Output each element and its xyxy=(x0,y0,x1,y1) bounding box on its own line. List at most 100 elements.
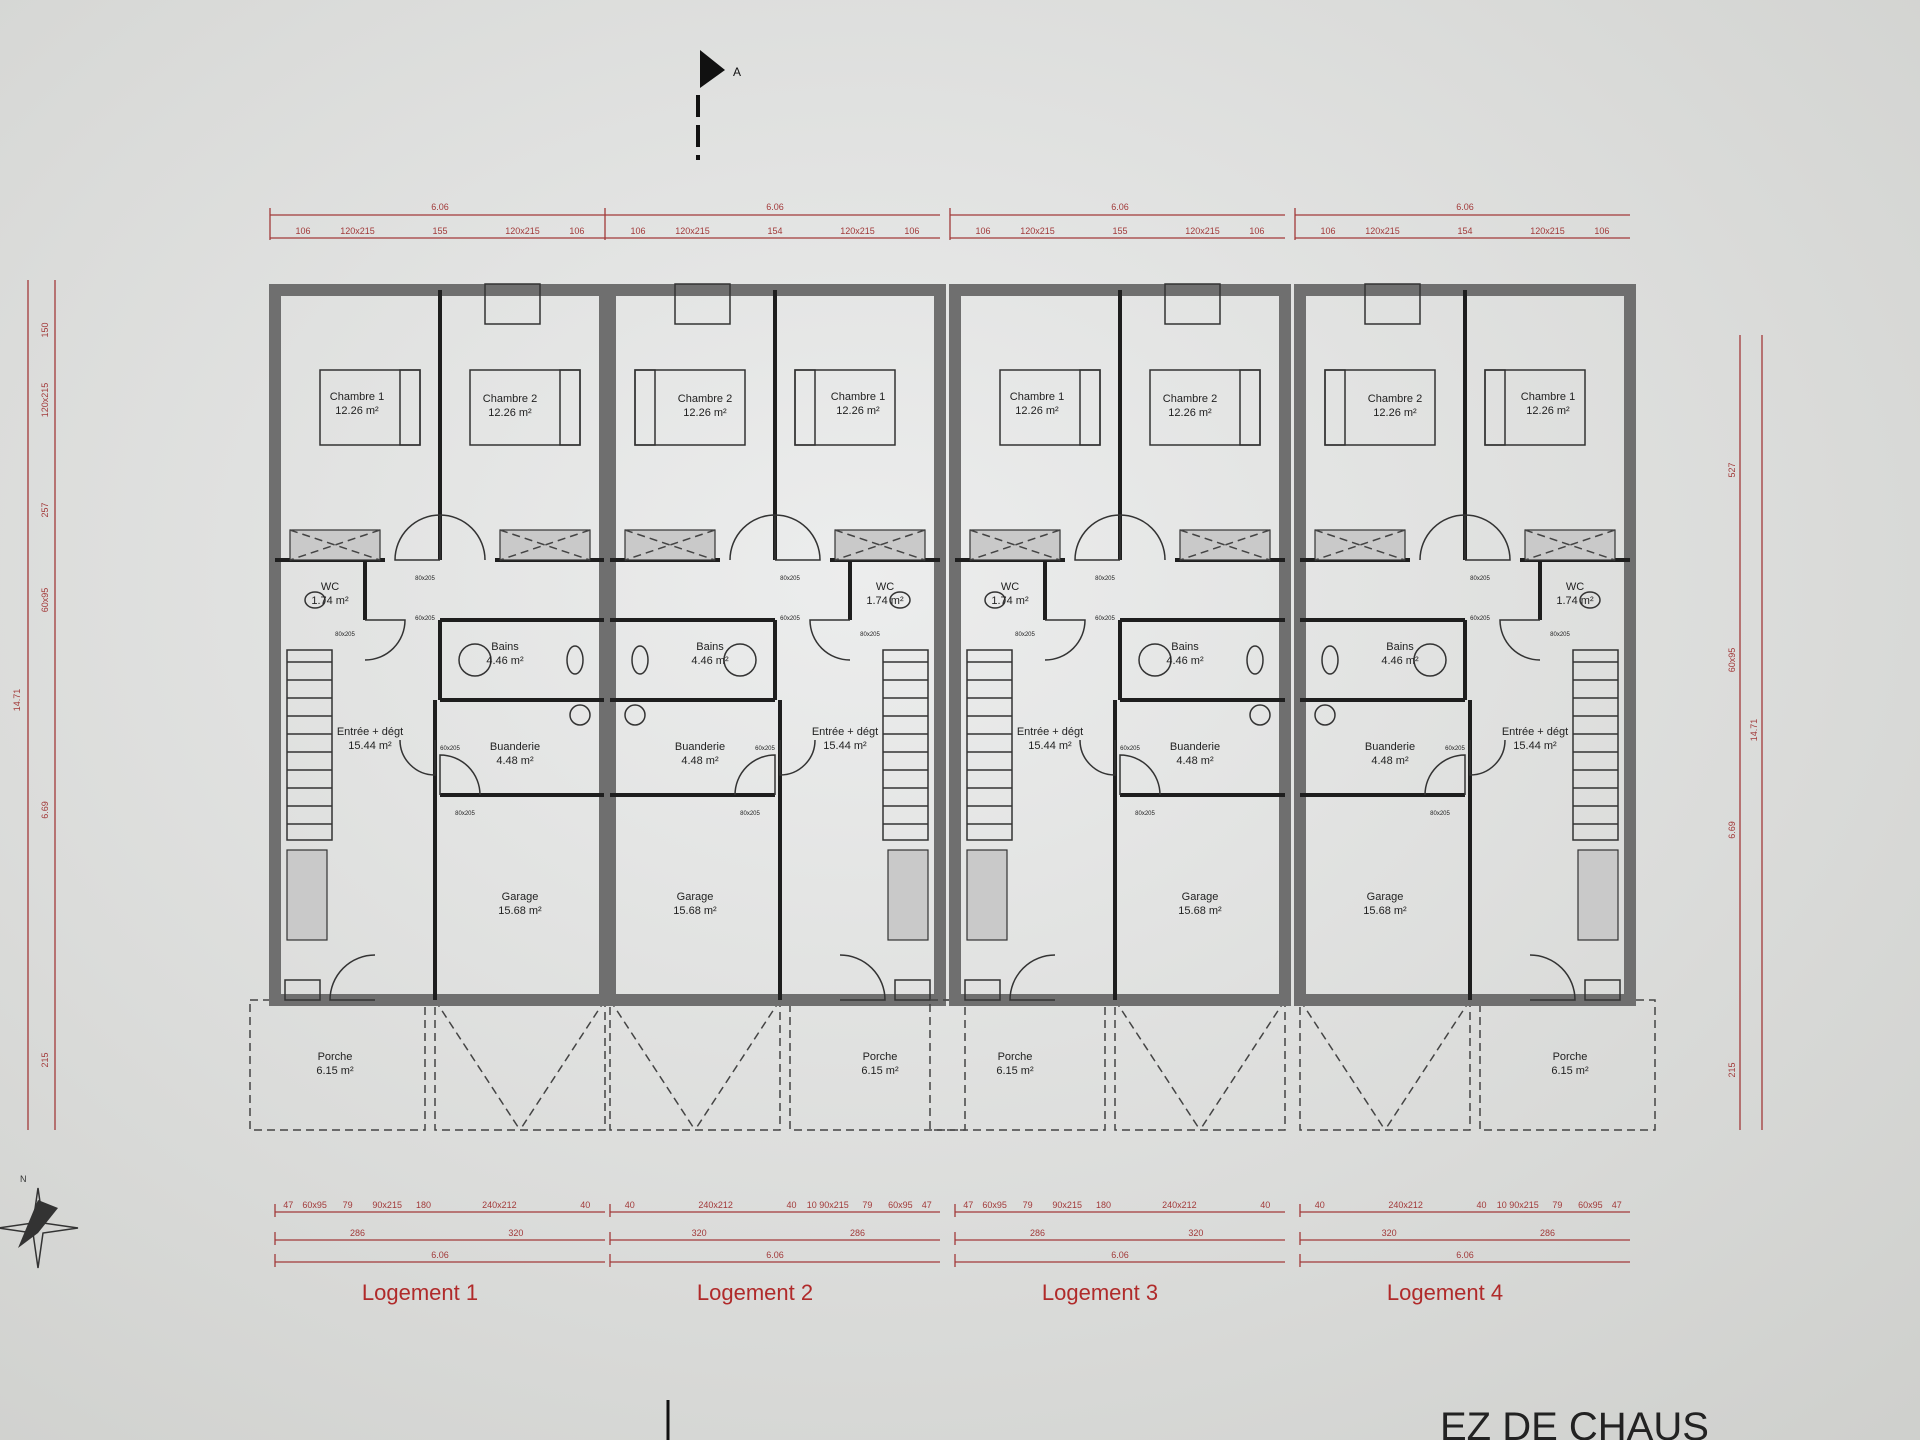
dim-top-chain: 106 xyxy=(976,226,991,236)
nightstand xyxy=(1079,369,1101,446)
room-label-garage: Garage xyxy=(502,891,539,903)
dim-bottom-chain: 40 xyxy=(786,1200,796,1210)
dim-left-chain-label: 120x215 xyxy=(40,383,50,418)
room-label-chambre_left: Chambre 1 xyxy=(1521,391,1575,403)
dim-left-chain-label: 215 xyxy=(40,1052,50,1067)
room-area-porche: 6.15 m² xyxy=(861,1065,899,1077)
dim-bottom-chain: 47 xyxy=(283,1200,293,1210)
closet-x xyxy=(624,529,716,561)
storage-closet xyxy=(286,849,328,941)
dim-top-chain: 120x215 xyxy=(1020,226,1055,236)
dim-top-total: 6.06 xyxy=(431,202,449,212)
room-label-garage: Garage xyxy=(1367,891,1404,903)
dim-bottom-total: 6.06 xyxy=(1456,1250,1474,1260)
closet-x xyxy=(1314,529,1406,561)
dim-bottom-chain: 47 xyxy=(1612,1200,1622,1210)
dim-bottom-chain: 240x212 xyxy=(482,1200,517,1210)
french-window xyxy=(674,283,731,325)
door-size-tag: 80x205 xyxy=(740,811,760,817)
dim-top-total: 6.06 xyxy=(1456,202,1474,212)
dim-bottom-sub: 320 xyxy=(508,1228,523,1238)
closet-x xyxy=(289,529,381,561)
plan-title: EZ DE CHAUS xyxy=(1440,1405,1709,1440)
dim-top-chain: 106 xyxy=(1249,226,1264,236)
room-label-wc: WC xyxy=(1566,581,1584,593)
dim-top-chain: 120x215 xyxy=(1530,226,1565,236)
room-label-buanderie: Buanderie xyxy=(1365,741,1415,753)
room-label-bains: Bains xyxy=(696,641,724,653)
dim-right-chain-label: 60x95 xyxy=(1727,648,1737,673)
unit-title: Logement 2 xyxy=(697,1280,813,1305)
room-label-entree: Entrée + dégt xyxy=(1502,726,1568,738)
closet-x xyxy=(289,529,381,561)
nightstand xyxy=(1484,369,1506,446)
room-label-chambre_left: Chambre 1 xyxy=(831,391,885,403)
vent xyxy=(894,979,931,1001)
room-area-wc: 1.74 m² xyxy=(991,595,1029,607)
entry-door-swing xyxy=(329,954,376,1001)
vent xyxy=(284,979,321,1001)
room-label-buanderie: Buanderie xyxy=(1170,741,1220,753)
door-swing xyxy=(774,514,821,561)
room-label-buanderie: Buanderie xyxy=(490,741,540,753)
door-swing xyxy=(1119,514,1166,561)
dim-top-chain: 106 xyxy=(904,226,919,236)
closet-x xyxy=(499,529,591,561)
room-area-chambre_right: 12.26 m² xyxy=(1373,407,1417,419)
door-swing xyxy=(1419,514,1466,561)
dim-bottom-total: 6.06 xyxy=(1111,1250,1129,1260)
door-swing xyxy=(394,514,441,561)
toilet-icon xyxy=(984,591,1006,609)
door-swing xyxy=(729,514,776,561)
dim-bottom-total: 6.06 xyxy=(431,1250,449,1260)
door-size-tag: 80x205 xyxy=(860,632,880,638)
storage-closet xyxy=(1577,849,1619,941)
wc-door-swing xyxy=(1499,619,1541,661)
room-label-bains: Bains xyxy=(1171,641,1199,653)
room-label-chambre_right: Chambre 2 xyxy=(1163,393,1217,405)
dim-top-total: 6.06 xyxy=(1111,202,1129,212)
garage-door-swing xyxy=(1424,754,1466,796)
svg-text:N: N xyxy=(20,1174,27,1184)
buanderie-door-swing xyxy=(399,739,436,776)
door-size-tag: 60x205 xyxy=(755,746,775,752)
dim-left-total: 14.71 xyxy=(12,689,22,712)
section-marker-a: A xyxy=(696,50,741,160)
dim-right-total: 14.71 xyxy=(1749,719,1759,742)
room-area-bains: 4.46 m² xyxy=(1381,655,1419,667)
dim-bottom-chain: 90x215 xyxy=(372,1200,402,1210)
dim-top-total: 6.06 xyxy=(766,202,784,212)
dim-bottom-chain: 79 xyxy=(862,1200,872,1210)
closet-x xyxy=(1179,529,1271,561)
dim-bottom-sub: 286 xyxy=(1030,1228,1045,1238)
door-swing xyxy=(1464,514,1511,561)
room-label-porche: Porche xyxy=(1553,1051,1588,1063)
dim-bottom-chain: 47 xyxy=(922,1200,932,1210)
dim-bottom-sub: 286 xyxy=(350,1228,365,1238)
dim-bottom-chain: 60x95 xyxy=(888,1200,913,1210)
door-size-tag: 80x205 xyxy=(1430,811,1450,817)
garage-door-swing xyxy=(439,754,481,796)
room-area-buanderie: 4.48 m² xyxy=(1176,755,1214,767)
staircase xyxy=(882,649,929,841)
unit-title: Logement 4 xyxy=(1387,1280,1503,1305)
closet-x xyxy=(1179,529,1271,561)
room-label-porche: Porche xyxy=(318,1051,353,1063)
garage-door-swing xyxy=(1119,754,1161,796)
dim-bottom-chain: 79 xyxy=(1023,1200,1033,1210)
room-area-wc: 1.74 m² xyxy=(1556,595,1594,607)
room-label-garage: Garage xyxy=(1182,891,1219,903)
dim-top-chain: 120x215 xyxy=(1185,226,1220,236)
dim-bottom-chain: 10 90x215 xyxy=(1497,1200,1539,1210)
wc-door-swing xyxy=(364,619,406,661)
dim-top-chain: 106 xyxy=(296,226,311,236)
porch-outline xyxy=(1479,999,1656,1131)
entry-door-swing xyxy=(1529,954,1576,1001)
shower-icon xyxy=(723,643,757,677)
garage-door-swing xyxy=(734,754,776,796)
dim-bottom-chain: 60x95 xyxy=(982,1200,1007,1210)
door-size-tag: 80x205 xyxy=(415,576,435,582)
